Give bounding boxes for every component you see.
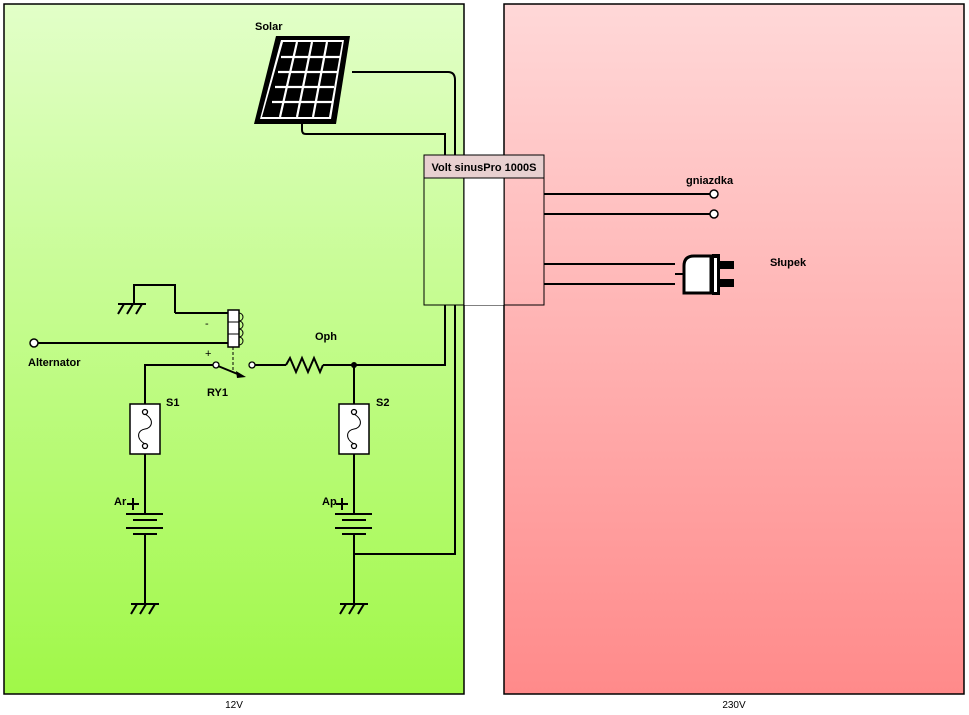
ground-icon xyxy=(117,284,176,315)
s1-top-wire xyxy=(144,364,213,404)
socket-label: gniazdka xyxy=(686,175,734,187)
zone-12v xyxy=(3,3,465,695)
solar-panel-icon[interactable] xyxy=(254,36,350,124)
relay-switch-terminal-1 xyxy=(212,361,220,369)
fuse-s1-icon[interactable] xyxy=(129,403,161,455)
plug-icon[interactable] xyxy=(675,254,734,295)
fuse-s2-icon[interactable] xyxy=(338,403,370,455)
resistor-icon[interactable] xyxy=(285,355,324,375)
relay-switch-blade[interactable] xyxy=(217,365,241,376)
inverter[interactable] xyxy=(423,154,545,306)
socket-terminal-2[interactable] xyxy=(709,209,719,219)
socket-terminal-1[interactable] xyxy=(709,189,719,199)
inverter-label: Volt sinusPro 1000S xyxy=(432,162,537,174)
relay-switch-terminal-2 xyxy=(248,361,256,369)
battery-ar-label: Ar xyxy=(114,496,127,508)
ground-icon xyxy=(339,603,368,615)
relay-minus-label: - xyxy=(205,318,209,330)
plug-label: Słupek xyxy=(770,257,807,269)
zone-12v-label: 12V xyxy=(225,700,243,711)
relay-switch-arrow xyxy=(236,371,246,378)
alternator-label: Alternator xyxy=(28,357,81,369)
solar-wire-positive xyxy=(352,71,456,160)
solar-wire-negative xyxy=(301,124,446,160)
relay-label: RY1 xyxy=(207,387,228,399)
zone-230v-label: 230V xyxy=(722,700,746,711)
zone-230v xyxy=(503,3,965,695)
inverter-wire-to-node xyxy=(354,305,446,366)
relay-plus-label: + xyxy=(205,348,211,360)
battery-ar-icon xyxy=(126,498,163,535)
resistor-label: Oph xyxy=(315,331,337,343)
ground-icon xyxy=(130,603,159,615)
battery-ap-label: Ap xyxy=(322,496,337,508)
inverter-wire-to-ground xyxy=(354,305,456,555)
alternator-terminal[interactable] xyxy=(29,338,39,348)
fuse-s1-label: S1 xyxy=(166,397,179,409)
solar-label: Solar xyxy=(255,21,283,33)
fuse-s2-label: S2 xyxy=(376,397,389,409)
